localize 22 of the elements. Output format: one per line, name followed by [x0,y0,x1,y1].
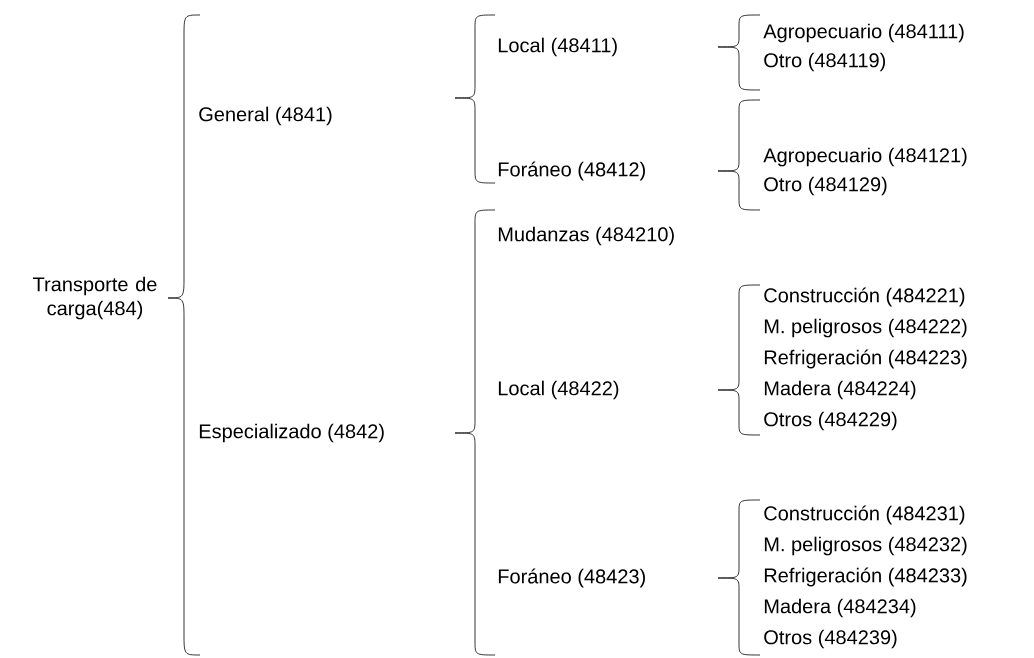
category-text: Refrigeración (484223) [764,349,967,369]
category-text: Foráneo (48423) [498,568,645,588]
category-text: Otros (484239) [764,629,897,649]
category-text: Madera (484224) [764,380,916,400]
category-text: Local (48422) [498,380,619,400]
category-text: Madera (484234) [764,598,916,618]
category-text: Construcción (484221) [764,287,965,307]
category-text: Local (48411) [498,37,617,57]
category-text: Otro (484119) [764,52,886,72]
category-text: Especializado (4842) [199,423,384,443]
category-text: Foráneo (48412) [498,161,645,181]
category-text: Refrigeración (484233) [764,567,967,587]
category-text: Agropecuario (484111) [763,23,964,43]
category-text: Agropecuario (484121) [763,147,967,167]
category-text: Otro (484129) [764,176,887,196]
category-text: Otros (484229) [764,411,897,431]
category-text: Mudanzas (484210) [498,226,674,246]
category-text: General (4841) [199,106,332,126]
category-text: M. peligrosos (484232) [764,536,967,556]
category-text: Construcción (484231) [764,505,965,525]
category-text: Transporte de carga(484) [33,276,157,320]
category-text: M. peligrosos (484222) [764,318,967,338]
